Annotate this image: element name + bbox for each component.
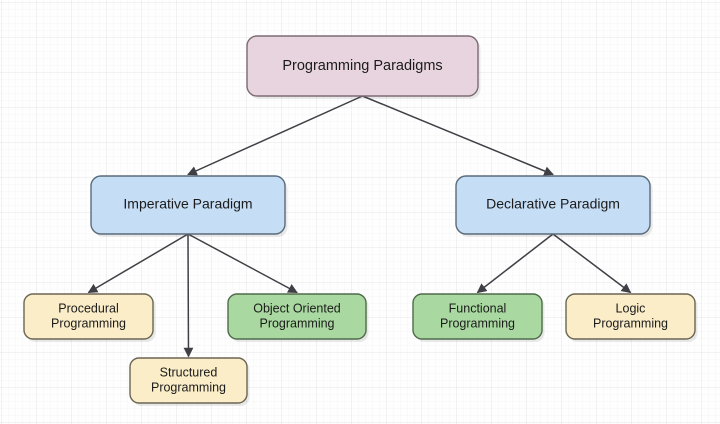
node-box[interactable] [227, 293, 367, 340]
node-label: Programming [151, 380, 226, 394]
node-label: Structured [160, 365, 218, 379]
node-label: Programming [440, 316, 515, 330]
edge-declarative-functional [476, 233, 554, 294]
node-label: Programming [51, 316, 126, 330]
node-box[interactable] [412, 293, 543, 340]
edge-root-declarative [362, 95, 554, 176]
edge-declarative-logic [552, 233, 632, 294]
node-box[interactable] [246, 35, 479, 97]
node-label: Imperative Paradigm [123, 196, 252, 212]
node-box[interactable] [23, 293, 154, 340]
edge-root-imperative [187, 95, 363, 176]
node-label: Programming Paradigms [282, 58, 442, 74]
node-box[interactable] [565, 293, 696, 340]
node-declarative[interactable]: Declarative Paradigm [455, 175, 653, 237]
node-box[interactable] [455, 175, 651, 235]
node-label: Programming [593, 316, 668, 330]
node-label: Declarative Paradigm [486, 196, 620, 212]
node-box[interactable] [90, 175, 286, 235]
node-label: Procedural [58, 301, 118, 315]
node-root[interactable]: Programming Paradigms [246, 35, 481, 99]
edge-imperative-procedural [87, 233, 189, 294]
edge-imperative-oop [187, 233, 298, 294]
node-imperative[interactable]: Imperative Paradigm [90, 175, 288, 237]
node-label: Object Oriented [253, 301, 341, 315]
edge-imperative-structured [183, 233, 194, 358]
edges-layer [87, 95, 632, 358]
node-label: Logic [616, 301, 646, 315]
node-box[interactable] [129, 357, 248, 404]
node-label: Functional [449, 301, 507, 315]
node-label: Programming [259, 316, 334, 330]
